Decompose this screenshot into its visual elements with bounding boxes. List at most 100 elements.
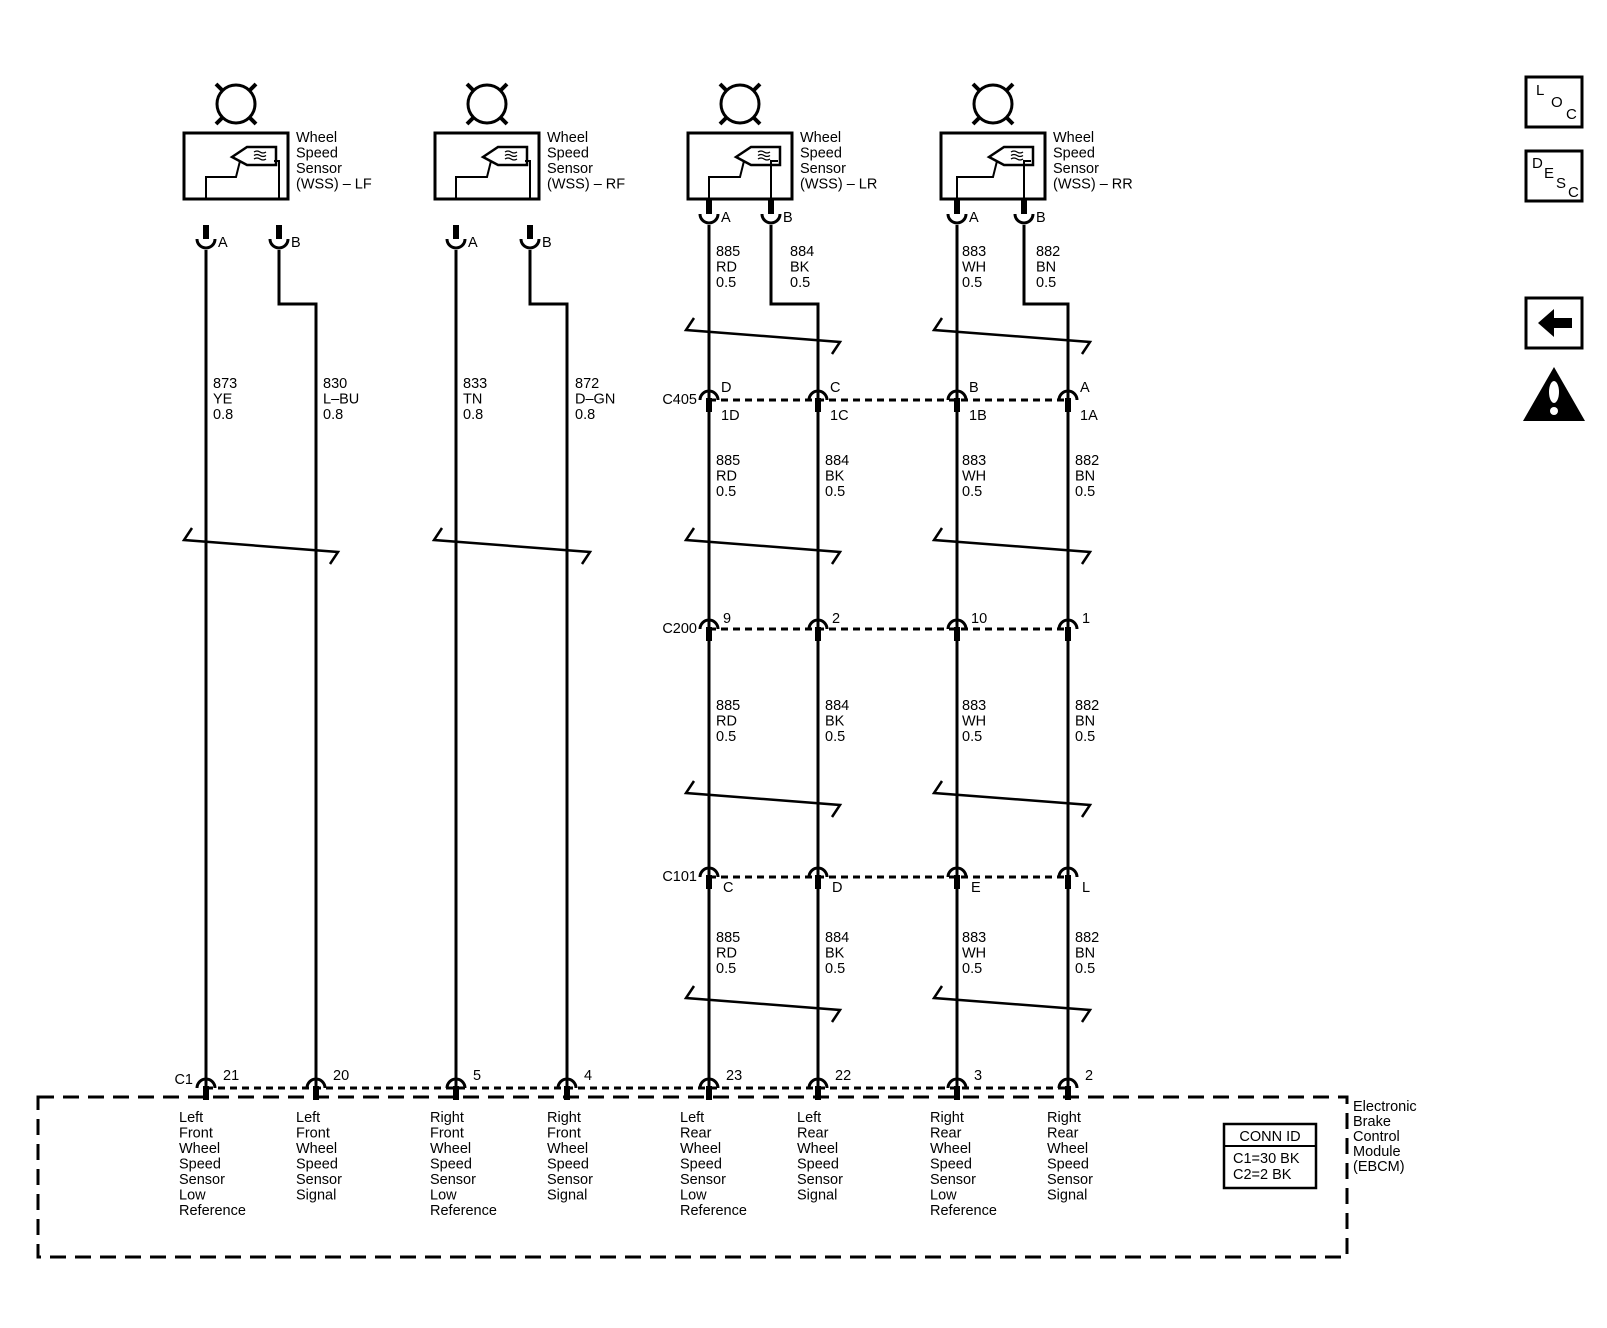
ebcm-function-line: Wheel [179, 1141, 220, 1157]
caution-button[interactable] [1523, 367, 1585, 421]
wire-label-color: WH [962, 260, 986, 276]
wire-label-gauge: 0.5 [716, 729, 736, 745]
wire-label-gauge: 0.5 [716, 275, 736, 291]
sensor-pin-b-label: B [291, 235, 301, 251]
ebcm-function-line: Speed [1047, 1157, 1089, 1173]
ebcm-function-line: Signal [797, 1188, 837, 1204]
c1-pin [1057, 1077, 1079, 1100]
wire-break-symbol [683, 985, 843, 1023]
wire-label-circuit: 883 [962, 698, 986, 714]
sensor-element-icon [986, 145, 1035, 167]
wire-label-color: BN [1075, 469, 1095, 485]
wire-label-circuit: 872 [575, 376, 599, 392]
wire-label-circuit: 885 [716, 698, 740, 714]
wire-break-symbol [931, 985, 1093, 1023]
wire-break-symbol [181, 527, 341, 565]
ebcm-name-line: Brake [1353, 1114, 1391, 1130]
wire-label-gauge: 0.5 [962, 729, 982, 745]
c1-pin-label: 20 [333, 1068, 349, 1084]
ebcm-function-line: Front [547, 1126, 581, 1142]
c200-pin [807, 618, 829, 641]
c1-label: C1 [174, 1072, 193, 1088]
ebcm-function-line: Sensor [430, 1172, 476, 1188]
wire-label-gauge: 0.5 [1036, 275, 1056, 291]
desc-button[interactable]: D E S C [1524, 149, 1584, 203]
sensor-name-line: Speed [296, 146, 338, 162]
wire-label-circuit: 873 [213, 376, 237, 392]
c200-pin [698, 618, 720, 641]
ebcm-function-line: Rear [797, 1126, 829, 1142]
wire-label-gauge: 0.5 [825, 484, 845, 500]
wire-label-circuit: 884 [825, 453, 849, 469]
ebcm-function-line: Right [547, 1110, 581, 1126]
wire-label-color: BN [1075, 946, 1095, 962]
sensor-name-line: Speed [800, 146, 842, 162]
wire-label-color: BN [1075, 714, 1095, 730]
wire-label-gauge: 0.5 [962, 275, 982, 291]
ebcm-function-line: Speed [797, 1157, 839, 1173]
ebcm-function-line: Sensor [296, 1172, 342, 1188]
c405-pin [946, 389, 968, 412]
c101-pin [807, 866, 829, 889]
ebcm-function-line: Front [430, 1126, 464, 1142]
wire-label-gauge: 0.5 [1075, 484, 1095, 500]
wire-label-color: WH [962, 714, 986, 730]
sensor-element-icon [480, 145, 529, 167]
loc-letter: C [1566, 106, 1577, 123]
ebcm-function-line: Wheel [797, 1141, 838, 1157]
wire-label-circuit: 885 [716, 244, 740, 260]
ebcm-function-line: Wheel [930, 1141, 971, 1157]
ebcm-function-line: Speed [430, 1157, 472, 1173]
connector-pins-layer [195, 200, 1079, 1100]
wheel-icon [718, 82, 762, 126]
c1-pin [305, 1077, 327, 1100]
c200-pin-label: 2 [832, 611, 840, 627]
sensor-pin-b-label: B [542, 235, 552, 251]
c405-pin-top-label: D [721, 380, 731, 396]
ebcm-function-line: Speed [296, 1157, 338, 1173]
c200-pin-label: 10 [971, 611, 987, 627]
c405-label: C405 [662, 392, 697, 408]
sensor-pin-b [268, 225, 290, 250]
ebcm-function-line: Rear [930, 1126, 962, 1142]
caution-icon [1523, 367, 1585, 421]
sensor-pin-b [760, 200, 782, 225]
wire-label-color: TN [463, 392, 482, 408]
ebcm-function-line: Low [430, 1188, 457, 1204]
ebcm-function-line: Reference [680, 1203, 747, 1219]
c405-pin-top-label: C [830, 380, 840, 396]
conn-id-title: CONN ID [1239, 1129, 1300, 1145]
wire-label-circuit: 882 [1036, 244, 1060, 260]
wire-break-symbols [181, 317, 1093, 1023]
wire-label-color: YE [213, 392, 233, 408]
sensor-name-line: Wheel [1053, 130, 1094, 146]
c405-pin [1057, 389, 1079, 412]
back-button[interactable] [1524, 296, 1584, 350]
sensor-element-icon [229, 145, 278, 167]
wire-label-gauge: 0.8 [463, 407, 483, 423]
wire-label-gauge: 0.5 [962, 484, 982, 500]
loc-button[interactable]: L O C [1524, 75, 1584, 129]
sensor-body [433, 131, 541, 201]
sensor-pin-a-label: A [721, 210, 731, 226]
sensor-pin-b-label: B [783, 210, 793, 226]
wire-break-symbol [931, 317, 1093, 355]
sensor-name-line: Sensor [1053, 161, 1099, 177]
ebcm-function-line: Right [1047, 1110, 1081, 1126]
ebcm-function-line: Left [797, 1110, 821, 1126]
c200-pin [1057, 618, 1079, 641]
wire-label-color: BK [825, 714, 845, 730]
connector-dash-lines [206, 398, 1068, 1090]
c1-pin [698, 1077, 720, 1100]
wire-label-circuit: 884 [825, 930, 849, 946]
c200-pin-label: 9 [723, 611, 731, 627]
sensor-pin-b [1013, 200, 1035, 225]
wire-label-gauge: 0.8 [213, 407, 233, 423]
wire-label-gauge: 0.5 [790, 275, 810, 291]
ebcm-name-line: Module [1353, 1144, 1401, 1160]
ebcm-function-line: Speed [680, 1157, 722, 1173]
sensor-pin-b-label: B [1036, 210, 1046, 226]
loc-letter: O [1551, 94, 1563, 111]
